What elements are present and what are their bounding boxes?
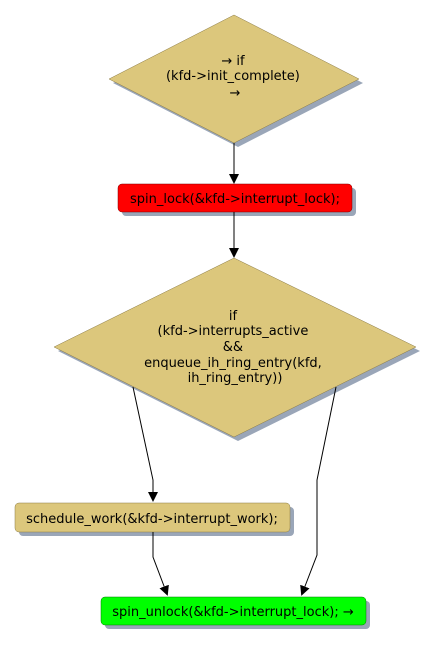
decision-init-complete-line-1: → if <box>221 54 245 69</box>
spin-unlock-box <box>100 596 367 626</box>
decision-interrupts-active: if (kfd->interrupts_active && enqueue_ih… <box>53 257 420 441</box>
schedule-work-node: schedule_work(&kfd->interrupt_work); <box>14 502 294 536</box>
spin-unlock-label: spin_unlock(&kfd->interrupt_lock); → <box>112 605 354 620</box>
decision-interrupts-active-line-2: (kfd->interrupts_active <box>158 324 309 339</box>
decision-interrupts-active-text: if (kfd->interrupts_active && enqueue_ih… <box>144 309 326 386</box>
decision-init-complete-text: → if (kfd->init_complete) → <box>166 54 304 101</box>
decision-init-complete: → if (kfd->init_complete) → <box>108 14 363 147</box>
decision-interrupts-active-line-1: if <box>229 309 238 324</box>
edge-cond2-to-schedule <box>132 386 158 502</box>
spin-lock-box <box>117 183 353 213</box>
decision-init-complete-line-3: → <box>230 86 241 101</box>
spin-unlock-node: spin_unlock(&kfd->interrupt_lock); → <box>100 596 370 629</box>
decision-interrupts-active-line-3: && <box>223 340 243 355</box>
decision-init-complete-line-2: (kfd->init_complete) <box>166 69 300 84</box>
decision-interrupts-active-line-4: enqueue_ih_ring_entry(kfd, <box>144 356 322 371</box>
edge-cond2-to-unlock <box>300 386 337 596</box>
spin-lock-node: spin_lock(&kfd->interrupt_lock); <box>117 183 356 216</box>
schedule-work-label: schedule_work(&kfd->interrupt_work); <box>26 512 278 527</box>
edge-schedule-to-unlock <box>152 532 169 596</box>
decision-interrupts-active-line-5: ih_ring_entry)) <box>188 371 283 386</box>
spin-lock-label: spin_lock(&kfd->interrupt_lock); <box>130 192 340 207</box>
decision-interrupts-active-shape <box>53 257 417 438</box>
